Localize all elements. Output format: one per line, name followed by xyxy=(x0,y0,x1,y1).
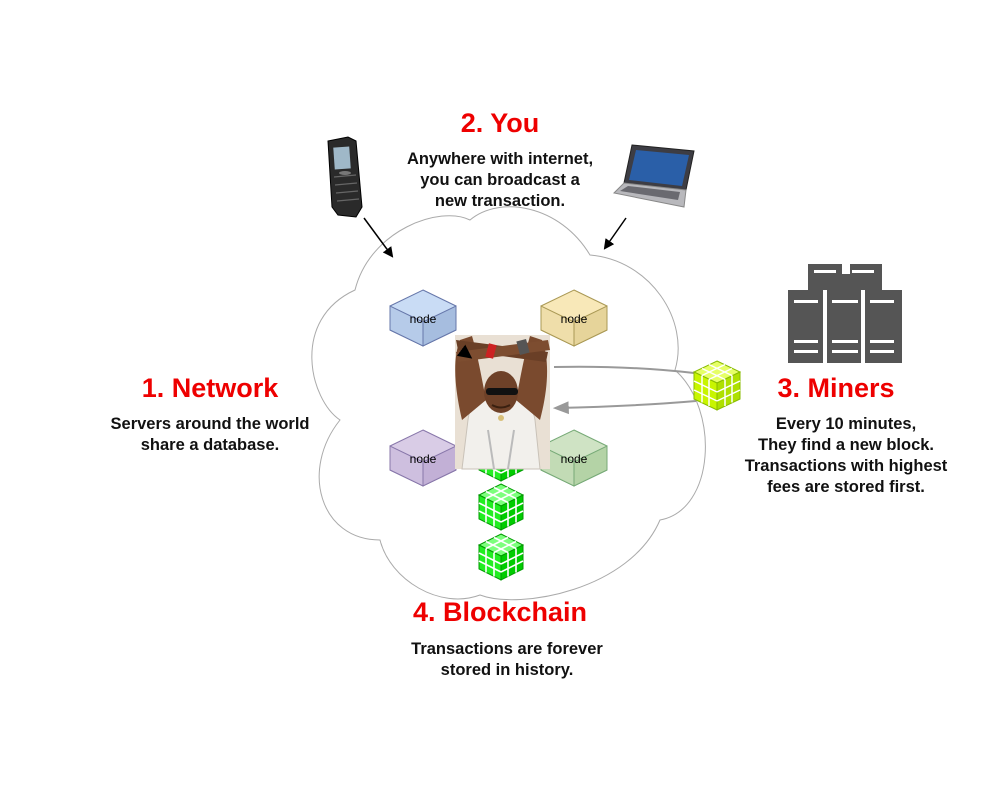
you-line: you can broadcast a xyxy=(420,171,580,189)
phone-arrow xyxy=(363,217,394,258)
blockchain-line: Transactions are forever xyxy=(411,640,603,658)
node-label: node xyxy=(410,452,437,466)
blockchain-title: 4. Blockchain xyxy=(412,597,588,627)
node-bottom-left: node xyxy=(389,429,457,487)
network-line: share a database. xyxy=(140,436,280,454)
miners-line: Every 10 minutes, xyxy=(775,415,917,433)
server-rack-icon xyxy=(788,264,902,363)
you-line: Anywhere with internet, xyxy=(406,150,594,168)
node-top-left: node xyxy=(389,289,457,347)
node-label: node xyxy=(561,452,588,466)
node-top-right: node xyxy=(540,289,608,347)
laptop-icon xyxy=(612,144,695,208)
you-line: new transaction. xyxy=(434,192,566,210)
blockchain-line: stored in history. xyxy=(440,661,574,679)
miners-description: Every 10 minutes, They find a new block.… xyxy=(721,414,971,498)
network-to-miner-arrow xyxy=(553,365,695,374)
miner-to-network-arrow xyxy=(552,400,697,415)
node-label: node xyxy=(410,312,437,326)
you-title: 2. You xyxy=(460,108,540,138)
laptop-arrow xyxy=(603,217,627,250)
network-title: 1. Network xyxy=(141,373,279,403)
mined-block-icon xyxy=(692,360,742,411)
blockchain-description: Transactions are forever stored in histo… xyxy=(387,639,627,681)
network-line: Servers around the world xyxy=(110,415,310,433)
miners-title: 3. Miners xyxy=(777,373,895,403)
node-label: node xyxy=(561,312,588,326)
mobile-phone-icon xyxy=(327,136,363,218)
miners-line: They find a new block. xyxy=(757,436,935,454)
network-description: Servers around the world share a databas… xyxy=(90,414,330,456)
node-bottom-right: node xyxy=(540,429,608,487)
miners-line: fees are stored first. xyxy=(767,478,925,496)
you-description: Anywhere with internet, you can broadcas… xyxy=(380,149,620,212)
miners-line: Transactions with highest xyxy=(744,457,948,475)
person-figure-icon xyxy=(455,335,550,470)
